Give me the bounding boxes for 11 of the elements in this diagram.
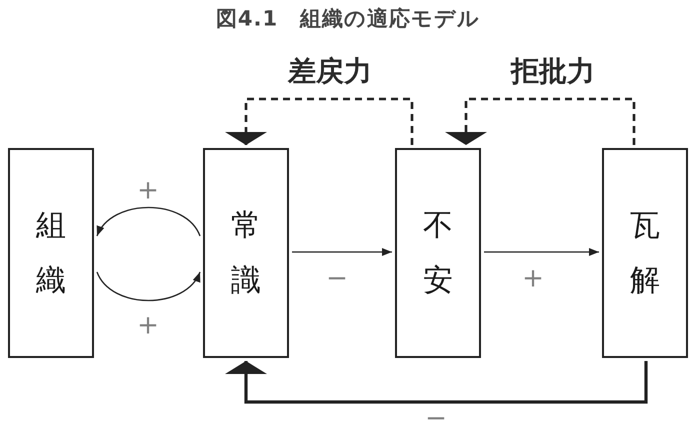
dashed-arrow <box>445 98 636 145</box>
arrow <box>484 248 599 256</box>
concept-box: 瓦解 <box>602 148 688 358</box>
concept-box: 不安 <box>395 148 481 358</box>
arrow <box>292 248 392 256</box>
curved-arrow <box>96 272 201 302</box>
concept-box: 常識 <box>203 148 289 358</box>
concept-box: 組織 <box>8 148 94 358</box>
dashed-arrow <box>225 98 414 145</box>
curved-arrow <box>96 206 201 236</box>
arrow <box>225 361 648 404</box>
